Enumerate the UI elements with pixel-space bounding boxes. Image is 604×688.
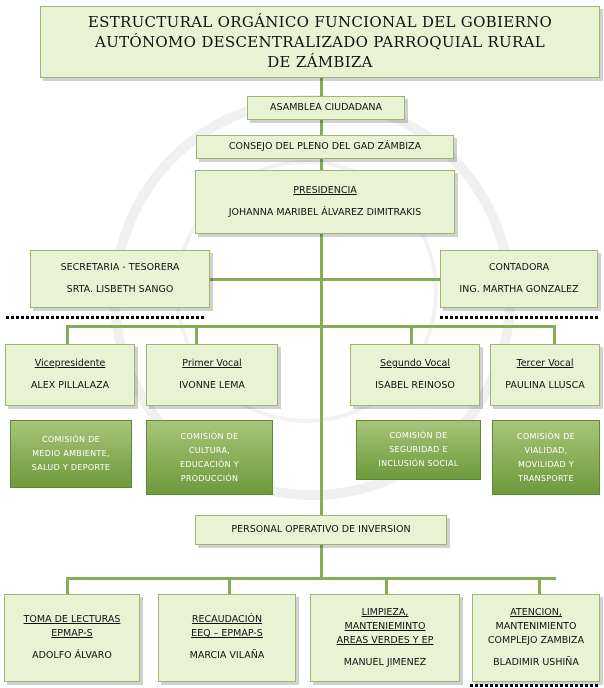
commission-line: SALUD Y DEPORTE (31, 463, 111, 472)
commission-box-1: COMISIÓN DE MEDIO AMBIENTE, SALUD Y DEPO… (10, 420, 132, 488)
operativo-name: BLADIMIR USHIÑA (493, 657, 579, 668)
operativo-drop-4 (538, 577, 541, 595)
commission-line: MOVILIDAD Y (517, 459, 575, 469)
operativo-box-4: ATENCION, MANTENIMIENTO COMPLEJO ZAMBIZA… (472, 594, 600, 682)
operativo-box-2: RECAUDACIÓN EEQ – EPMAP-S MARCIA VILAÑA (158, 594, 296, 682)
presidencia-name: JOHANNA MARIBEL ÁLVAREZ DIMITRAKIS (228, 207, 422, 218)
commission-line: COMISIÓN DE (42, 435, 100, 444)
secretaria-name: SRTA. LISBETH SANGO (66, 284, 174, 295)
operativo-role: EEQ – EPMAP-S (191, 628, 263, 639)
operativo-role: MANTENIEMINTO (344, 621, 426, 632)
presidencia-role: PRESIDENCIA (293, 185, 357, 196)
vocal-name: ISABEL REINOSO (375, 380, 455, 391)
vocal-role: Segundo Vocal (379, 358, 451, 369)
asamblea-box: ASAMBLEA CIUDADANA (247, 96, 405, 120)
commission-line: EDUCACIÓN Y (180, 459, 239, 469)
operativo-name: MARCIA VILAÑA (189, 650, 265, 661)
asamblea-label: ASAMBLEA CIUDADANA (269, 102, 383, 113)
operativo-name: ADOLFO ÁLVARO (32, 650, 112, 661)
operativo-role: LIMPIEZA, (361, 607, 409, 618)
title-line-1: ESTRUCTURAL ORGÁNICO FUNCIONAL DEL GOBIE… (87, 13, 553, 31)
main-spine-line (320, 78, 323, 556)
chart-title: ESTRUCTURAL ORGÁNICO FUNCIONAL DEL GOBIE… (40, 6, 600, 78)
vocal-box-4: Tercer Vocal PAULINA LLUSCA (490, 344, 600, 406)
personal-box: PERSONAL OPERATIVO DE INVERSION (195, 515, 447, 545)
commission-box-2: COMISIÓN DE CULTURA, EDUCACIÓN Y PRODUCC… (146, 420, 273, 495)
secretaria-box: SECRETARIA - TESORERA SRTA. LISBETH SANG… (30, 250, 210, 308)
operativo-role: ATENCION, (510, 607, 562, 618)
vocal-name: IVONNE LEMA (179, 380, 245, 391)
commission-line: VIALIDAD, (524, 445, 568, 455)
secretaria-role: SECRETARIA - TESORERA (60, 262, 180, 273)
commission-line: COMISIÓN DE (389, 431, 448, 440)
dashed-border-right (440, 316, 600, 319)
dashed-border-bottom (470, 684, 598, 687)
vocal-box-1: Vicepresidente ALEX PILLALAZA (5, 344, 135, 406)
operativo-role: RECAUDACIÓN (191, 614, 263, 625)
consejo-label: CONSEJO DEL PLENO DEL GAD ZÁMBIZA (228, 141, 422, 152)
dashed-border-left (6, 316, 206, 319)
operativo-role: TOMA DE LECTURAS (23, 614, 121, 625)
title-line-2: AUTÓNOMO DESCENTRALIZADO PARROQUIAL RURA… (95, 33, 545, 51)
commission-box-3: COMISIÓN DE SEGURIDAD E INCLUSIÓN SOCIAL (356, 420, 481, 480)
operativo-drop-2 (228, 577, 231, 595)
vocal-drop-2 (195, 325, 198, 345)
vocal-box-3: Segundo Vocal ISABEL REINOSO (350, 344, 480, 406)
operativo-name: MANUEL JIMENEZ (343, 657, 427, 668)
vocal-name: ALEX PILLALAZA (30, 380, 110, 391)
commission-line: CULTURA, (188, 445, 231, 455)
operativo-drop-1 (66, 577, 69, 595)
vocal-drop-4 (553, 325, 556, 345)
title-line-3: DE ZÁMBIZA (267, 53, 373, 71)
operativo-drop-3 (385, 577, 388, 595)
vocales-bar-line (66, 325, 556, 328)
vocal-box-2: Primer Vocal IVONNE LEMA (146, 344, 278, 406)
operativo-role: EPMAP-S (51, 628, 93, 639)
vocal-role: Vicepresidente (34, 358, 106, 369)
staff-branch-line (210, 278, 440, 281)
commission-line: COMISIÓN DE (517, 431, 575, 441)
commission-line: PRODUCCIÓN (180, 473, 239, 483)
commission-line: COMISIÓN DE (180, 431, 239, 441)
commission-line: SEGURIDAD E (389, 445, 448, 454)
personal-drop (320, 545, 323, 579)
vocal-drop-3 (410, 325, 413, 345)
operativos-bar-line (66, 577, 556, 580)
commission-box-4: COMISIÓN DE VIALIDAD, MOVILIDAD Y TRANSP… (492, 420, 600, 495)
presidencia-box: PRESIDENCIA JOHANNA MARIBEL ÁLVAREZ DIMI… (195, 170, 455, 234)
operativo-role: COMPLEJO ZAMBIZA (487, 635, 585, 646)
operativo-box-1: TOMA DE LECTURAS EPMAP-S ADOLFO ÁLVARO (4, 594, 140, 682)
consejo-box: CONSEJO DEL PLENO DEL GAD ZÁMBIZA (196, 135, 454, 159)
operativo-role: AREAS VERDES Y EP (336, 635, 434, 646)
operativo-box-3: LIMPIEZA, MANTENIEMINTO AREAS VERDES Y E… (310, 594, 460, 682)
contadora-box: CONTADORA ING. MARTHA GONZALEZ (440, 250, 598, 308)
vocal-role: Tercer Vocal (516, 358, 574, 369)
commission-line: MEDIO AMBIENTE, (32, 449, 110, 458)
personal-label: PERSONAL OPERATIVO DE INVERSION (231, 524, 411, 535)
vocal-name: PAULINA LLUSCA (505, 380, 585, 391)
vocal-drop-1 (66, 325, 69, 345)
contadora-role: CONTADORA (488, 262, 550, 273)
operativo-role: MANTENIMIENTO (495, 621, 577, 632)
commission-line: INCLUSIÓN SOCIAL (378, 459, 459, 468)
commission-line: TRANSPORTE (518, 473, 574, 483)
vocal-role: Primer Vocal (182, 358, 242, 369)
contadora-name: ING. MARTHA GONZALEZ (459, 284, 579, 295)
